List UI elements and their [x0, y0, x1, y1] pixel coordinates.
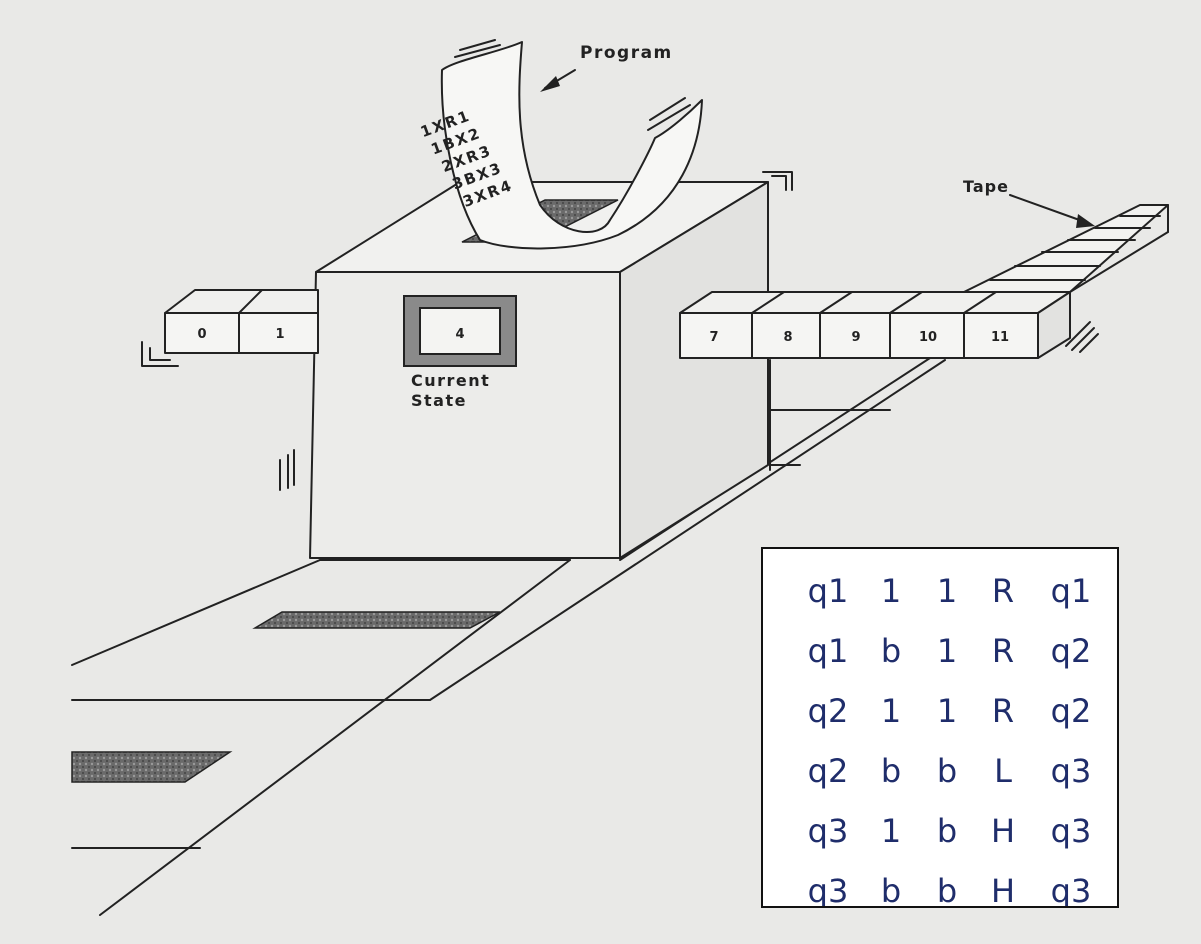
- table-cell: 1: [880, 692, 902, 730]
- table-cell: 1: [936, 692, 958, 730]
- tape-right: [679, 204, 1169, 359]
- program-card: [440, 39, 703, 250]
- tape-cell-number: 10: [919, 330, 937, 345]
- table-cell: q3: [1050, 872, 1092, 908]
- table-cell: b: [880, 632, 902, 670]
- table-cell: b: [880, 872, 902, 908]
- table-cell: 1: [936, 572, 958, 610]
- tape-cell-number: 7: [709, 330, 718, 345]
- table-row: q3 b b H q3: [763, 861, 1117, 908]
- tape-cell-number: 11: [991, 330, 1009, 345]
- floor-track: [71, 344, 951, 916]
- current-state-label-line2: State: [411, 391, 467, 410]
- tape-cell-number: 8: [783, 330, 792, 345]
- table-cell: q1: [807, 632, 849, 670]
- table-cell: q2: [807, 752, 849, 790]
- table-cell: q3: [807, 872, 849, 908]
- table-cell: q1: [1050, 572, 1092, 610]
- table-row: q1 1 1 R q1: [763, 561, 1117, 621]
- table-cell: q2: [807, 692, 849, 730]
- state-display-window: [419, 307, 501, 355]
- table-cell: q1: [807, 572, 849, 610]
- table-cell: b: [936, 812, 958, 850]
- current-state-label-line1: Current: [411, 371, 490, 390]
- table-cell: R: [991, 692, 1015, 730]
- table-row: q3 1 b H q3: [763, 801, 1117, 861]
- table-cell: 1: [880, 812, 902, 850]
- floor-shade-lower: [71, 751, 233, 783]
- tape-cell-number: 9: [851, 330, 860, 345]
- table-cell: b: [880, 752, 902, 790]
- table-cell: b: [936, 752, 958, 790]
- tape-left: [141, 289, 319, 367]
- table-cell: b: [936, 872, 958, 908]
- table-row: q2 b b L q3: [763, 741, 1117, 801]
- table-cell: 1: [880, 572, 902, 610]
- table-cell: H: [990, 872, 1016, 908]
- floor-shade-upper: [252, 611, 501, 629]
- table-cell: q3: [1050, 752, 1092, 790]
- tape-label: Tape: [963, 177, 1009, 196]
- tape-cell-number: 0: [197, 327, 206, 342]
- state-value: 4: [455, 327, 464, 342]
- table-cell: H: [990, 812, 1016, 850]
- table-row: q2 1 1 R q2: [763, 681, 1117, 741]
- table-cell: L: [994, 752, 1012, 790]
- table-cell: q2: [1050, 632, 1092, 670]
- table-row: q1 b 1 R q2: [763, 621, 1117, 681]
- table-cell: 1: [936, 632, 958, 670]
- program-arrow: [540, 69, 576, 92]
- transition-table: q1 1 1 R q1 q1 b 1 R q2 q2 1 1 R q2 q2 b…: [761, 547, 1119, 908]
- table-cell: R: [991, 572, 1015, 610]
- table-cell: R: [991, 632, 1015, 670]
- table-cell: q2: [1050, 692, 1092, 730]
- tape-cell-number: 1: [275, 327, 284, 342]
- tape-arrow: [1009, 194, 1095, 228]
- table-cell: q3: [1050, 812, 1092, 850]
- program-label: Program: [580, 43, 673, 63]
- table-cell: q3: [807, 812, 849, 850]
